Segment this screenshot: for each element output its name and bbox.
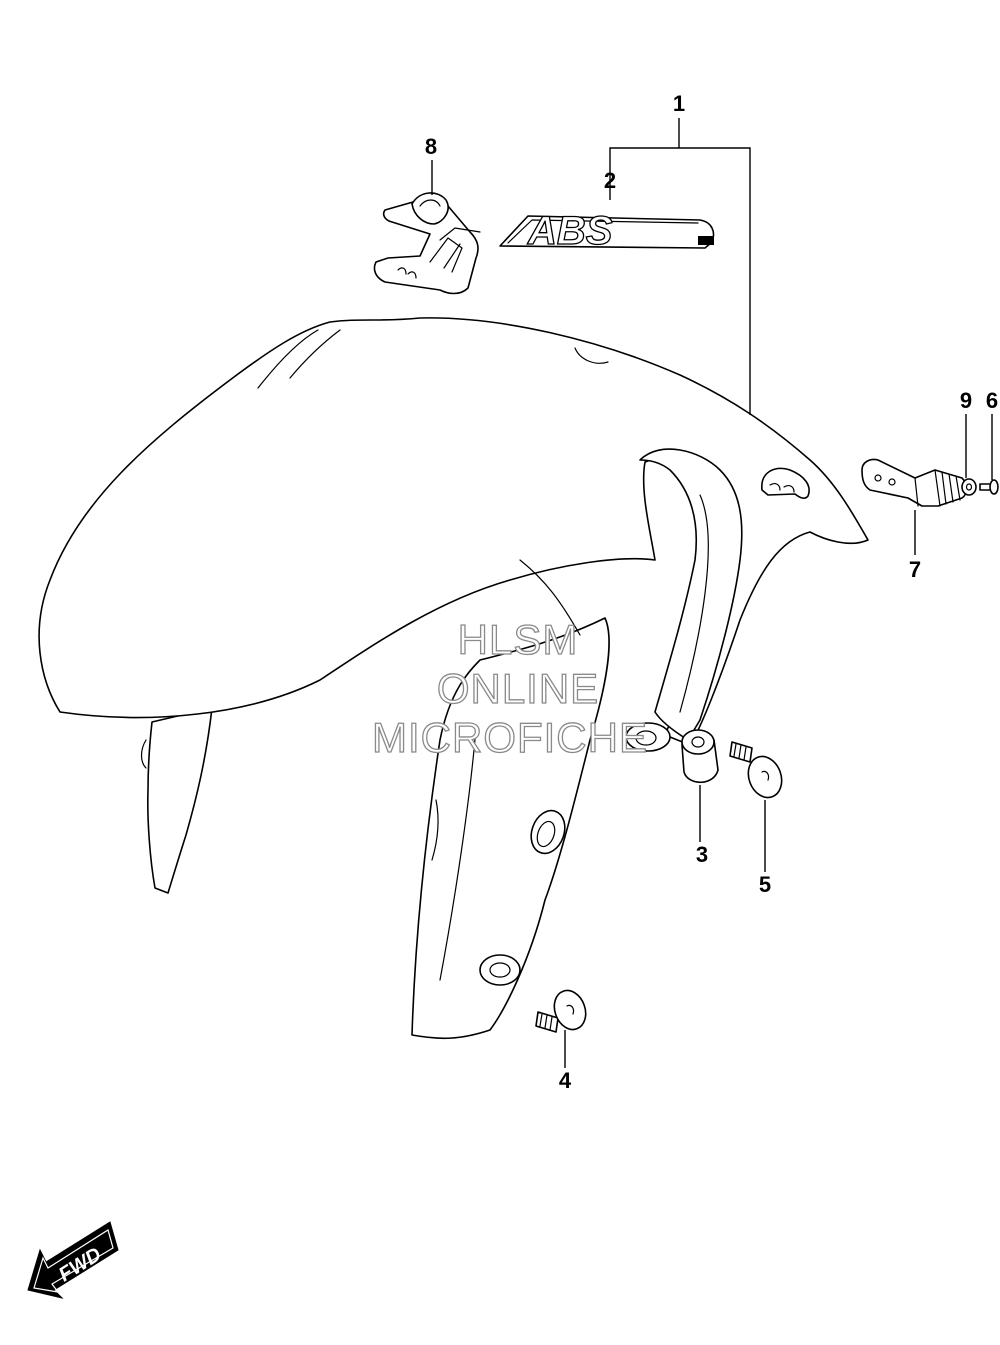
fender-shell — [38, 317, 869, 746]
leader-lines — [431, 118, 993, 1068]
fender-left-stay — [147, 707, 213, 894]
watermark-line-2: ONLINE — [437, 665, 599, 712]
watermark-line-3: MICROFICHE — [372, 714, 648, 761]
emblem-tab — [698, 236, 714, 245]
front-fender[interactable] — [38, 317, 869, 1040]
abs-emblem[interactable]: ABS — [499, 208, 715, 254]
grommet-part-3[interactable] — [681, 729, 719, 784]
screw-part-6[interactable] — [979, 479, 999, 495]
fender-hole-mid — [530, 809, 566, 855]
fwd-arrow: FWD — [27, 1221, 119, 1299]
callout-5[interactable]: 5 — [759, 872, 771, 897]
callout-3[interactable]: 3 — [696, 842, 708, 867]
fender-mount-slot — [761, 467, 810, 499]
fender-right-leg — [411, 617, 610, 1040]
callout-1[interactable]: 1 — [673, 91, 685, 116]
callout-7[interactable]: 7 — [909, 557, 921, 582]
bracket-part-8[interactable] — [373, 192, 481, 295]
watermark: HLSM ONLINE MICROFICHE — [371, 615, 648, 761]
fender-right-arm — [639, 448, 743, 741]
washer-part-9[interactable] — [961, 478, 977, 496]
screw-part-4[interactable] — [535, 986, 591, 1034]
emblem-text: ABS — [527, 209, 613, 253]
fender-boss-upper — [625, 722, 671, 752]
callout-9[interactable]: 9 — [960, 388, 972, 413]
callout-8[interactable]: 8 — [425, 134, 437, 159]
bracket-part-7[interactable] — [861, 458, 968, 507]
watermark-line-1: HLSM — [458, 616, 579, 663]
callout-2[interactable]: 2 — [604, 168, 616, 193]
callouts: 1 2 3 4 5 6 7 8 9 — [425, 91, 998, 1093]
callout-6[interactable]: 6 — [986, 388, 998, 413]
callout-4[interactable]: 4 — [559, 1068, 572, 1093]
fender-hole-lower — [479, 954, 521, 986]
screw-part-5[interactable] — [729, 741, 787, 802]
